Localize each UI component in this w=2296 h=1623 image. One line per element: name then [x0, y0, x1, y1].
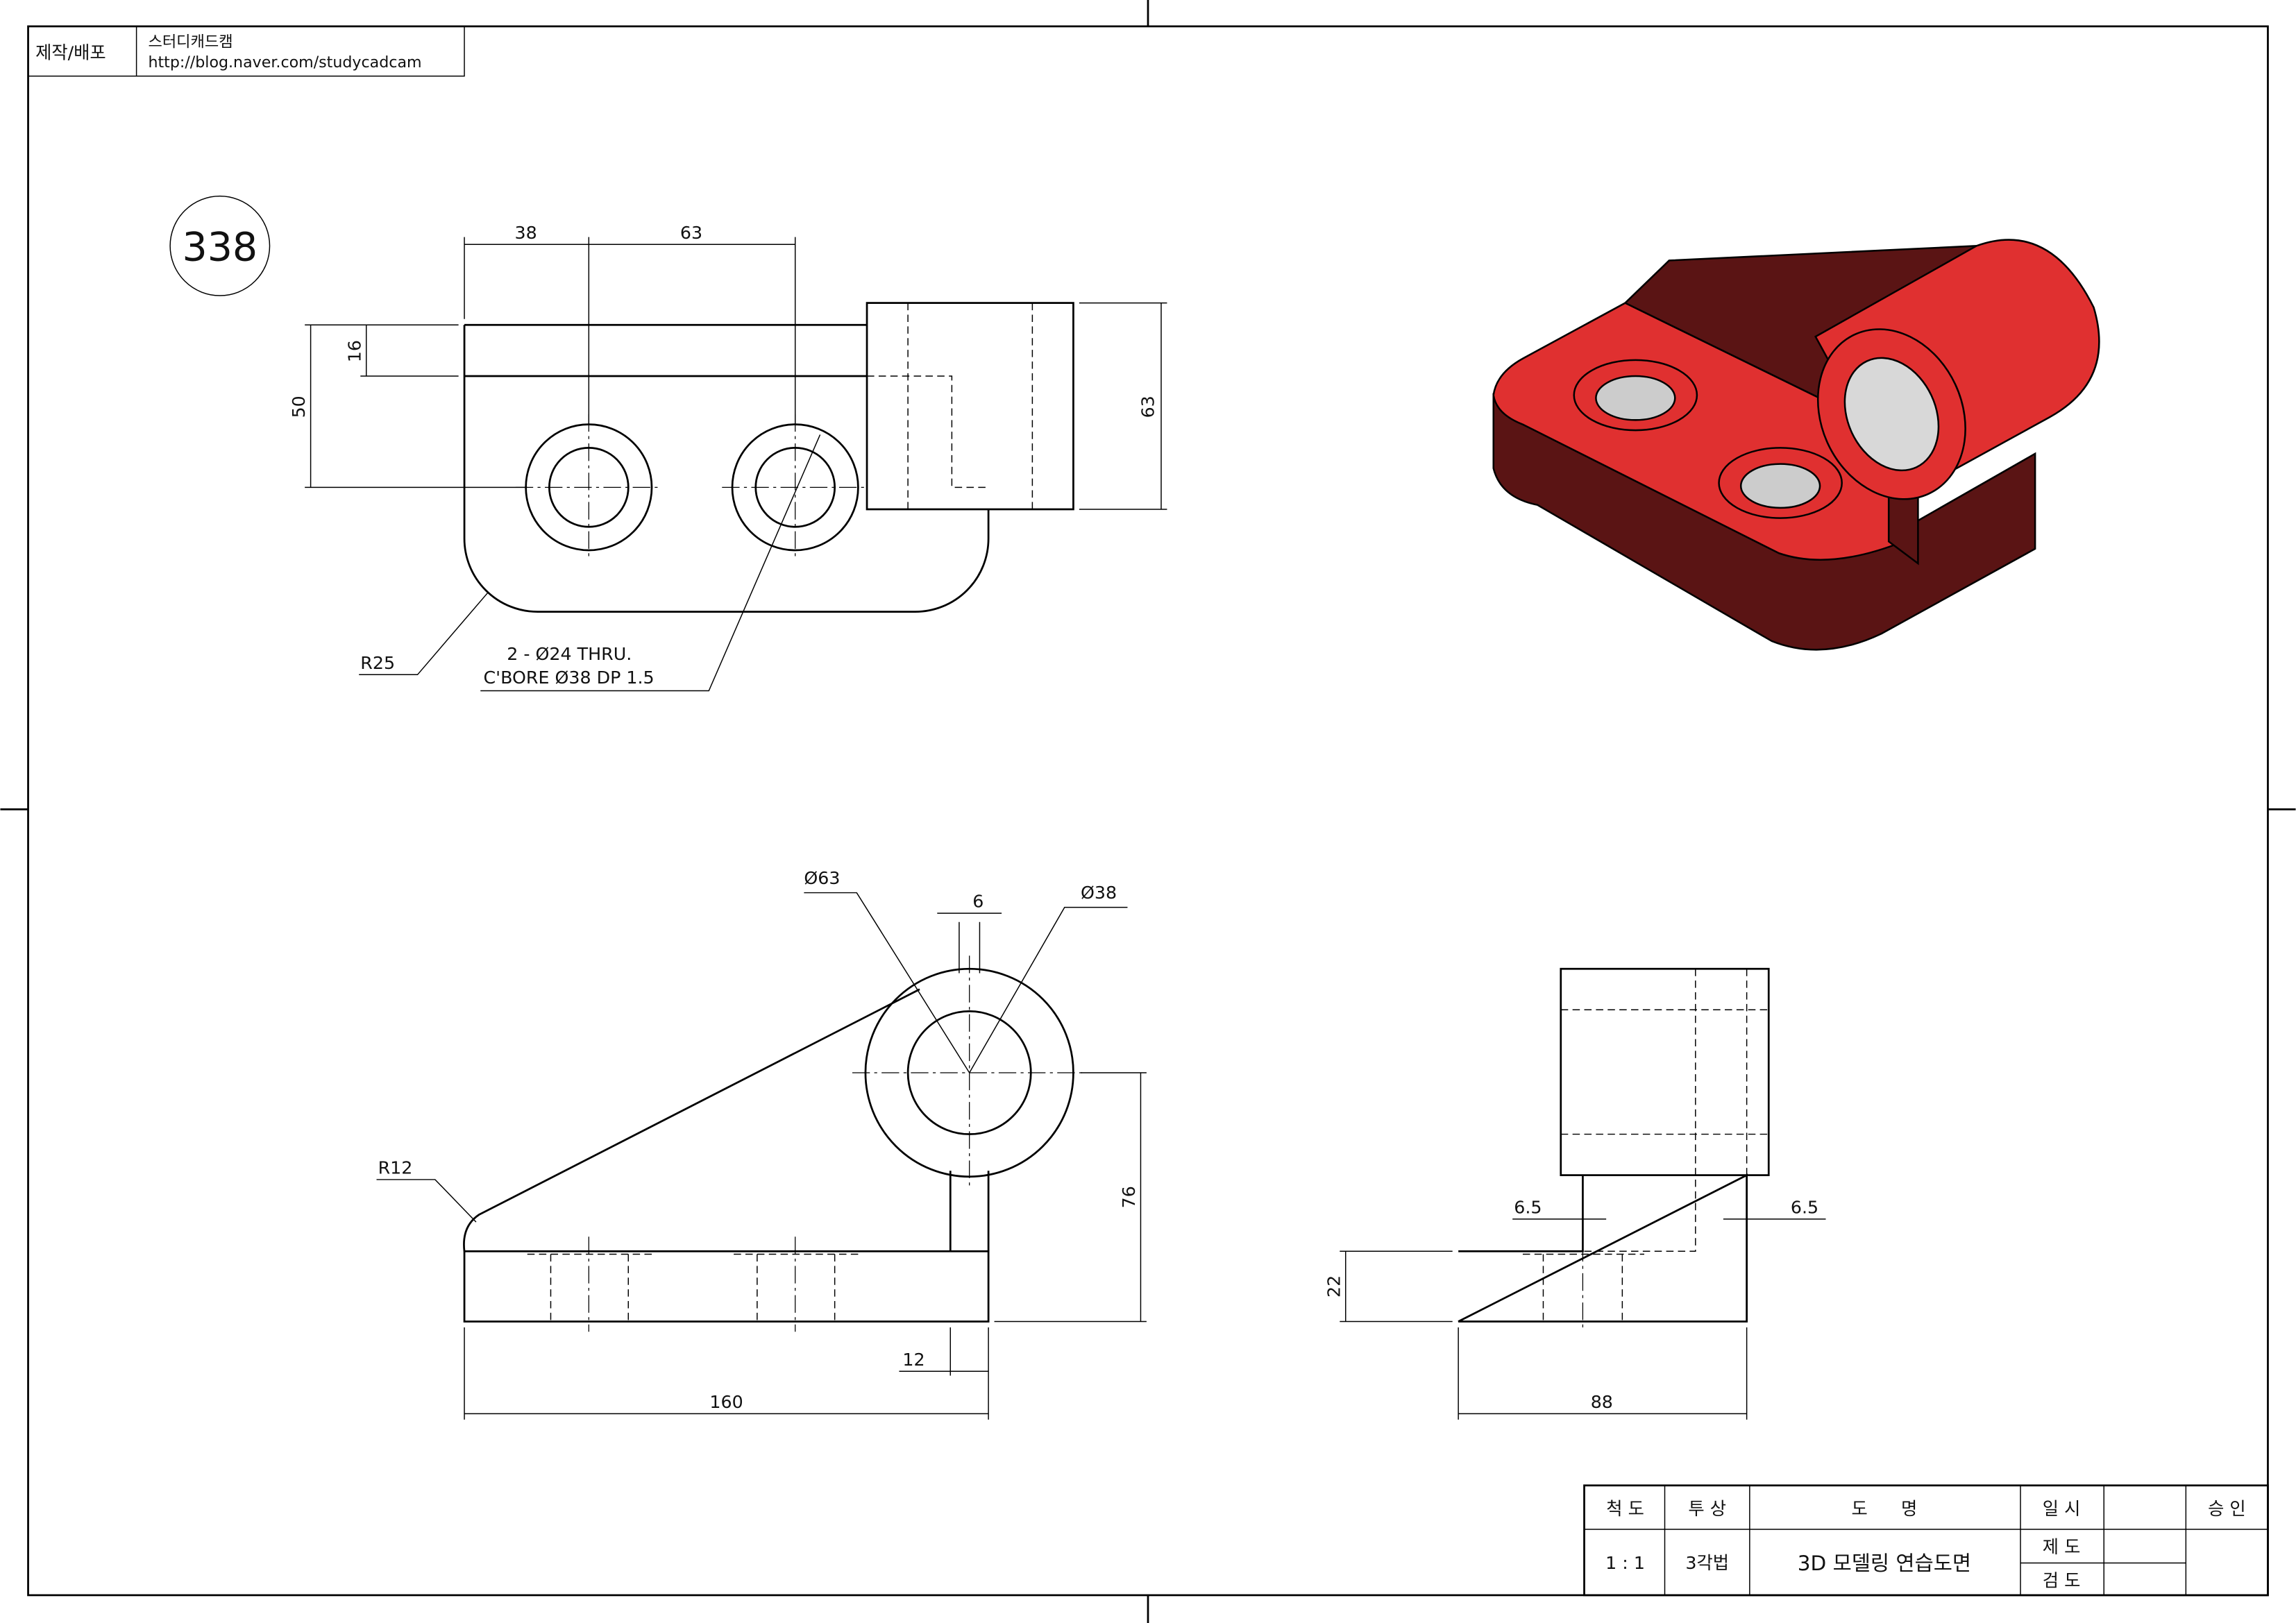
front-view: Ø63 Ø38 6 76 12 160 R12 — [376, 868, 1147, 1420]
top-view: 38 63 16 50 63 R25 2 - Ø24 THRU. C'BORE … — [289, 223, 1167, 692]
dim-76: 76 — [1119, 1186, 1139, 1208]
drawing-name-value: 3D 모델링 연습도면 — [1798, 1552, 1971, 1575]
dim-160: 160 — [709, 1392, 743, 1412]
scale-header: 척 도 — [1606, 1499, 1644, 1519]
dim-88: 88 — [1591, 1392, 1613, 1412]
author-header: 제작/배포 스터디캐드캠 http://blog.naver.com/study… — [27, 26, 465, 77]
title-block: 척 도 투 상 도 명 일 시 승 인 1 : 1 3각법 3D 모델링 연습도… — [1583, 1484, 2269, 1597]
checked-by-label: 검 도 — [2043, 1570, 2081, 1590]
drawn-by-label: 제 도 — [2043, 1537, 2081, 1557]
dim-6: 6 — [972, 892, 984, 912]
header-label: 제작/배포 — [35, 42, 106, 62]
dim-6-5-right: 6.5 — [1791, 1197, 1818, 1217]
dim-dia-63: Ø63 — [804, 868, 840, 888]
scale-value: 1 : 1 — [1605, 1553, 1645, 1573]
projection-value: 3각법 — [1685, 1553, 1729, 1573]
dim-6-5-left: 6.5 — [1514, 1197, 1542, 1217]
hole-note-thru: 2 - Ø24 THRU. — [507, 644, 632, 664]
dim-63-vertical: 63 — [1138, 396, 1158, 418]
dim-38: 38 — [515, 223, 537, 243]
header-url[interactable]: http://blog.naver.com/studycadcam — [148, 53, 421, 71]
projection-header: 투 상 — [1688, 1499, 1726, 1519]
approval-header: 승 인 — [2208, 1499, 2246, 1519]
date-header: 일 시 — [2043, 1499, 2081, 1519]
radius-r12: R12 — [378, 1158, 413, 1178]
dim-63: 63 — [680, 223, 702, 243]
drawing-name-header: 도 명 — [1851, 1499, 1917, 1519]
dim-dia-38: Ø38 — [1081, 883, 1117, 903]
isometric-model — [1492, 239, 2100, 651]
hole-note-cbore: C'BORE Ø38 DP 1.5 — [483, 668, 654, 688]
dim-50: 50 — [289, 396, 309, 418]
dim-22: 22 — [1324, 1275, 1344, 1298]
header-author: 스터디캐드캠 — [148, 33, 233, 51]
dim-12: 12 — [902, 1350, 925, 1370]
drawing-number-badge: 338 — [169, 195, 271, 296]
dim-16: 16 — [344, 340, 364, 362]
drawing-number: 338 — [182, 224, 258, 270]
radius-r25: R25 — [360, 653, 395, 673]
side-view: 6.5 6.5 22 88 — [1324, 967, 1826, 1420]
